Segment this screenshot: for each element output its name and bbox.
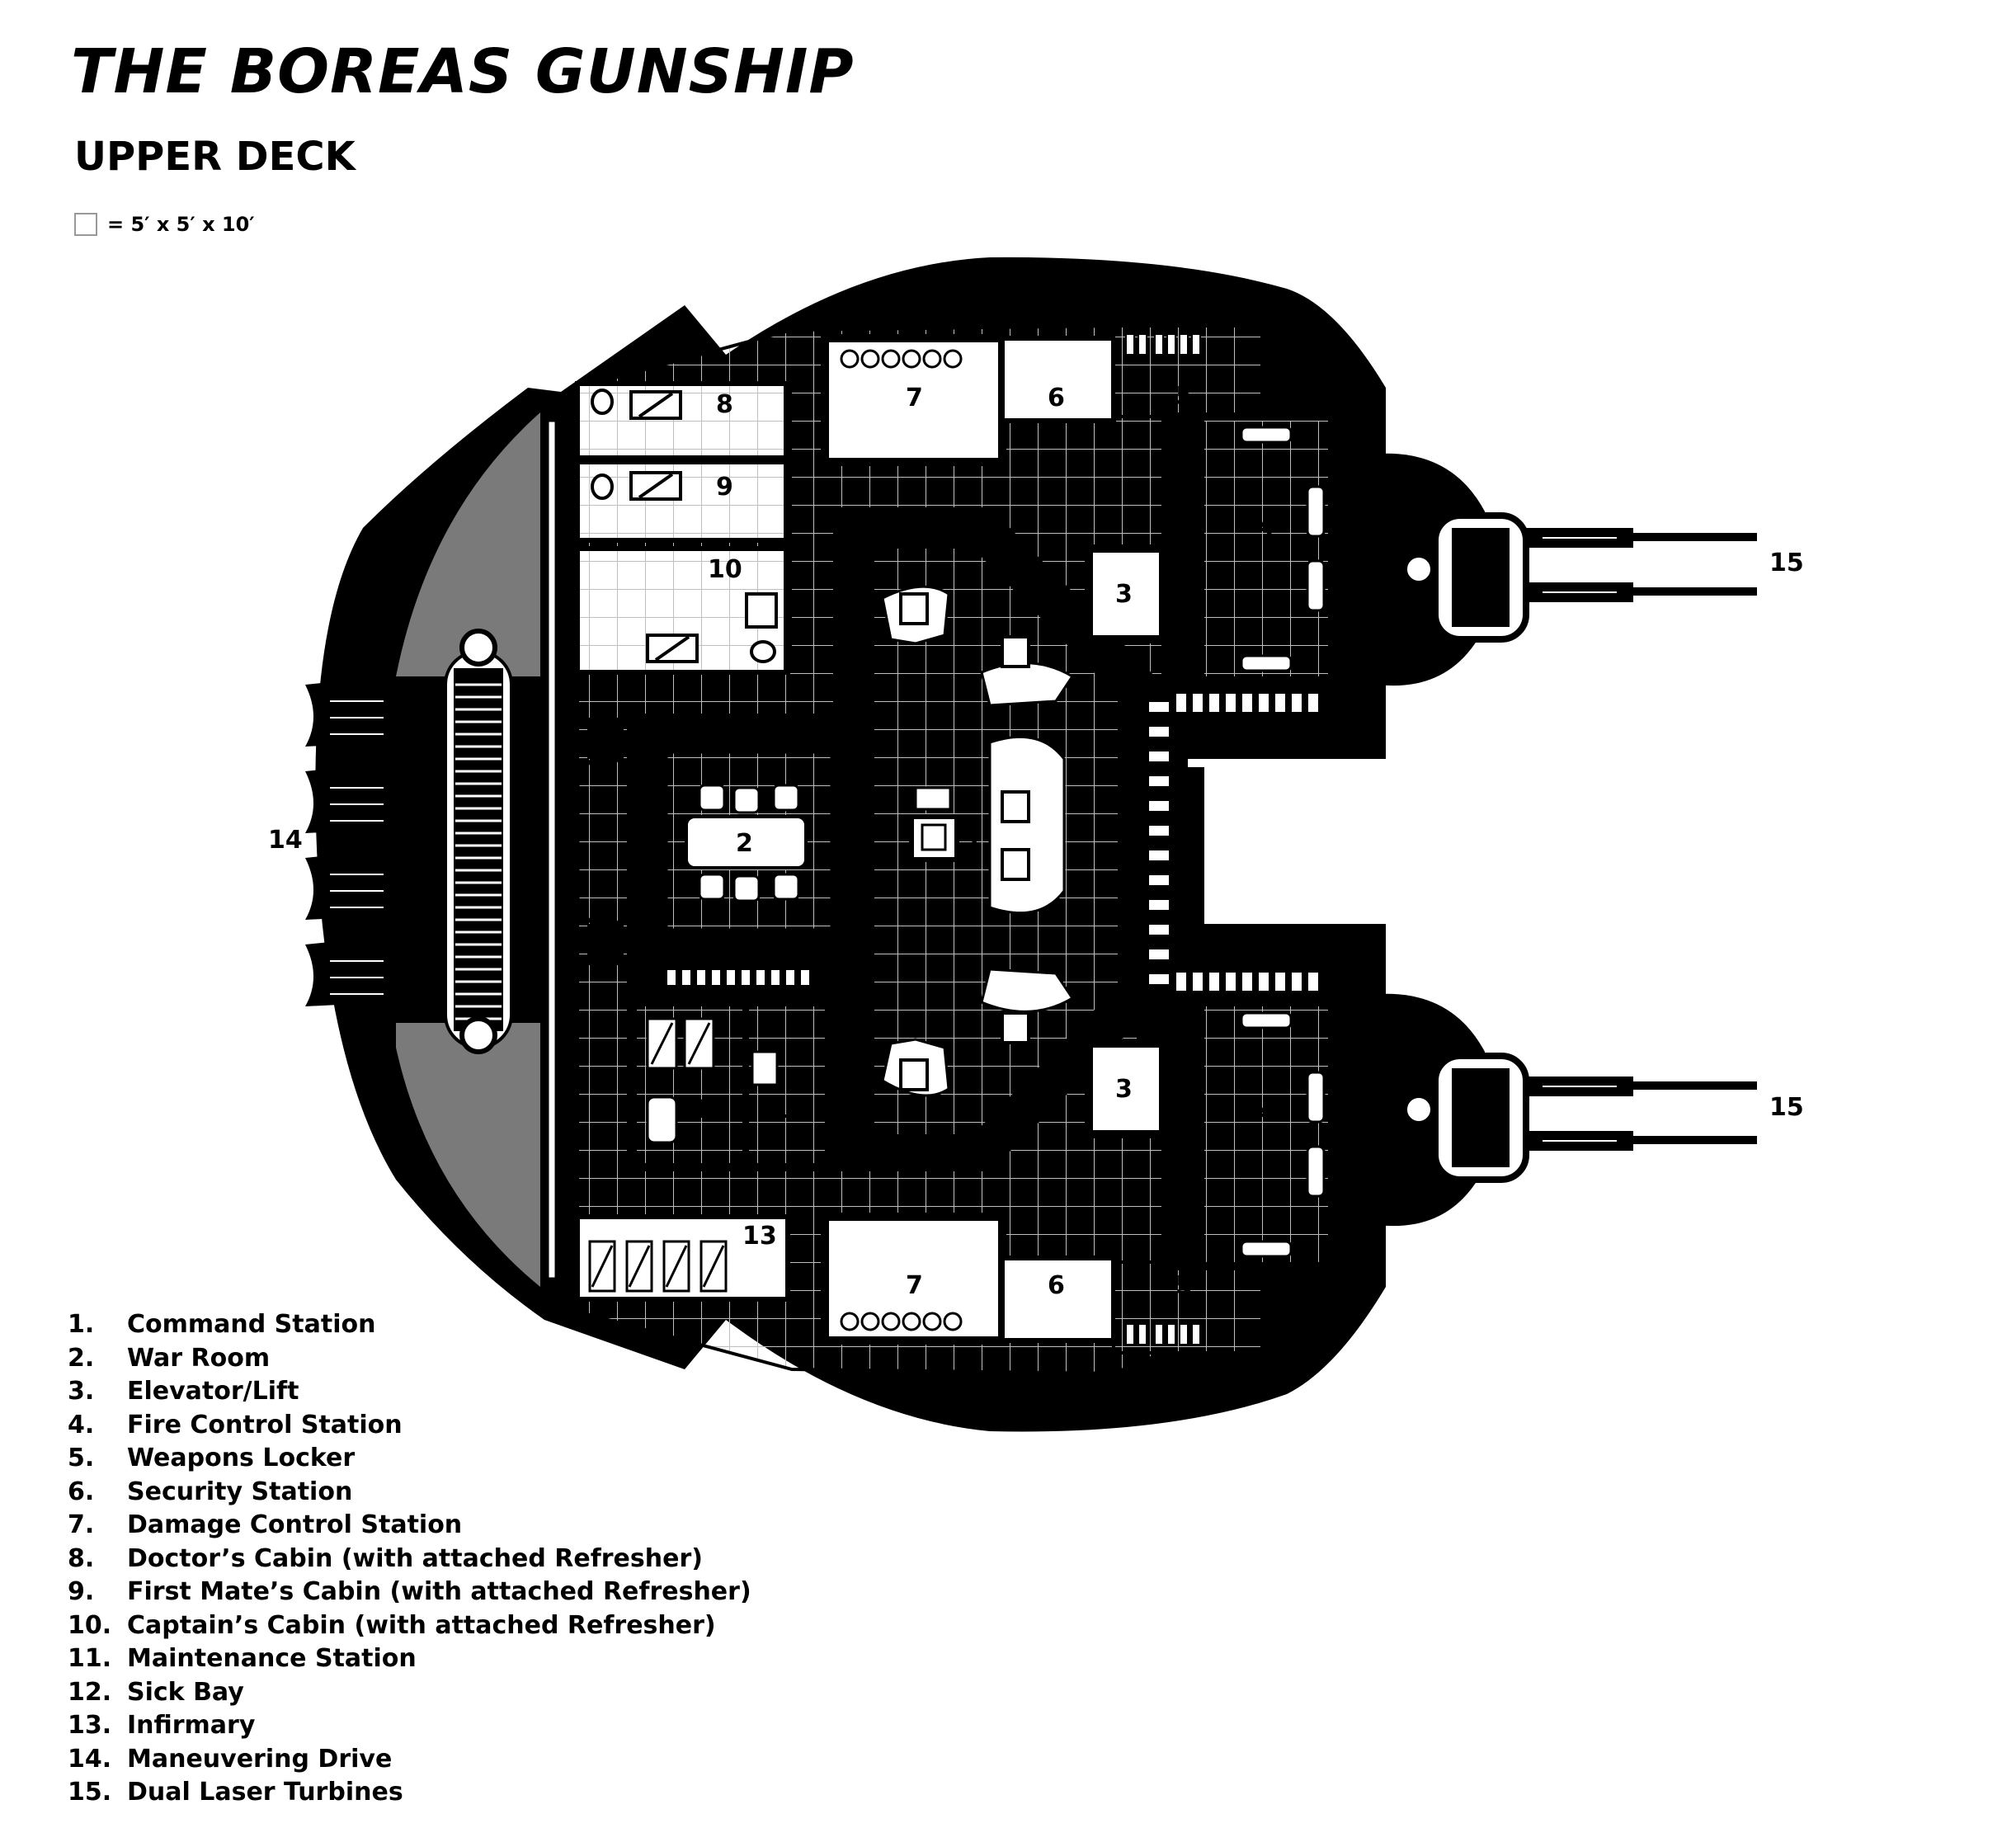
legend-number: 11.	[68, 1644, 112, 1673]
legend-label: Dual Laser Turbines	[127, 1778, 403, 1807]
legend-number: 4.	[68, 1410, 95, 1439]
legend-item: 13. Infirmary	[68, 1711, 744, 1745]
room-label-13: 13	[742, 1222, 777, 1251]
legend-label: First Mate’s Cabin (with attached Refres…	[127, 1577, 751, 1606]
legend-label: Captain’s Cabin (with attached Refresher…	[127, 1610, 716, 1640]
legend-number: 14.	[68, 1744, 112, 1774]
legend-number: 5.	[68, 1444, 95, 1472]
legend-label: Sick Bay	[127, 1677, 244, 1707]
room-label-4b: 4	[1258, 1098, 1275, 1127]
legend-label: Damage Control Station	[127, 1510, 463, 1539]
legend-item: 3. Elevator/Lift	[68, 1377, 744, 1411]
room-label-4a: 4	[1258, 512, 1275, 541]
room-label-6a: 6	[1048, 384, 1065, 412]
legend-label: Infirmary	[127, 1711, 256, 1740]
room-label-6b: 6	[1048, 1271, 1065, 1300]
legend-item: 6. Security Station	[68, 1477, 744, 1511]
room-label-15a: 15	[1769, 549, 1804, 577]
legend-number: 1.	[68, 1310, 95, 1339]
legend-number: 3.	[68, 1377, 95, 1406]
legend-item: 5. Weapons Locker	[68, 1444, 744, 1477]
legend-item: 1. Command Station	[68, 1310, 744, 1344]
scale-key: = 5′ x 5′ x 10′	[74, 211, 255, 238]
room-label-15b: 15	[1769, 1093, 1804, 1122]
room-label-1: 1	[965, 826, 982, 855]
map-title: THE BOREAS GUNSHIP	[71, 36, 855, 107]
command-chair-icon	[909, 814, 959, 862]
room-label-8: 8	[716, 390, 733, 419]
legend-label: Elevator/Lift	[127, 1377, 299, 1406]
legend-item: 2. War Room	[68, 1344, 744, 1378]
legend-label: War Room	[127, 1343, 271, 1373]
legend-label: Command Station	[127, 1310, 376, 1339]
legend-label: Doctor’s Cabin (with attached Refresher)	[127, 1543, 703, 1573]
legend-item: 9. First Mate’s Cabin (with attached Refr…	[68, 1577, 751, 1611]
room-label-12: 12	[691, 1095, 726, 1124]
legend-number: 8.	[68, 1543, 95, 1573]
legend: 1. Command Station 2. War Room 3. Elevator/…	[68, 1310, 751, 1812]
room-label-5b: 5	[1175, 1271, 1193, 1300]
room-label-7a: 7	[906, 384, 923, 412]
room-label-14: 14	[268, 826, 303, 855]
room-label-3b: 3	[1115, 1075, 1133, 1104]
room-label-2: 2	[736, 829, 753, 858]
room-label-9: 9	[716, 473, 733, 502]
legend-label: Maneuvering Drive	[127, 1744, 393, 1774]
legend-item: 10. Captain’s Cabin (with attached Refres…	[68, 1611, 744, 1645]
legend-item: 14. Maneuvering Drive	[68, 1745, 744, 1779]
legend-number: 2.	[68, 1343, 95, 1373]
legend-item: 12. Sick Bay	[68, 1678, 744, 1712]
laser-turret-bottom	[1378, 993, 1757, 1227]
legend-item: 15. Dual Laser Turbines	[68, 1778, 744, 1812]
room-label-11: 11	[774, 1095, 808, 1124]
legend-number: 6.	[68, 1477, 95, 1506]
legend-number: 9.	[68, 1577, 95, 1606]
room-label-5a: 5	[1175, 382, 1193, 411]
legend-label: Maintenance Station	[127, 1644, 417, 1673]
legend-item: 4. Fire Control Station	[68, 1411, 744, 1444]
legend-number: 12.	[68, 1677, 112, 1707]
security-bottom	[1000, 1256, 1116, 1343]
legend-label: Security Station	[127, 1477, 353, 1506]
scale-text: = 5′ x 5′ x 10′	[107, 213, 255, 236]
grid-square-icon	[74, 213, 97, 236]
deck-subtitle: UPPER DECK	[74, 134, 356, 180]
legend-item: 11. Maintenance Station	[68, 1644, 744, 1678]
laser-turret-top	[1378, 453, 1757, 686]
maneuvering-drive	[305, 629, 544, 1054]
legend-number: 10.	[68, 1610, 112, 1640]
legend-item: 7. Damage Control Station	[68, 1510, 744, 1544]
legend-label: Fire Control Station	[127, 1410, 403, 1439]
legend-item: 8. Doctor’s Cabin (with attached Refreshe…	[68, 1544, 744, 1578]
room-label-3a: 3	[1115, 580, 1133, 609]
legend-number: 7.	[68, 1510, 95, 1539]
legend-number: 15.	[68, 1778, 112, 1807]
legend-label: Weapons Locker	[127, 1444, 356, 1472]
room-label-10: 10	[708, 555, 742, 584]
legend-number: 13.	[68, 1711, 112, 1740]
room-label-7b: 7	[906, 1271, 923, 1300]
